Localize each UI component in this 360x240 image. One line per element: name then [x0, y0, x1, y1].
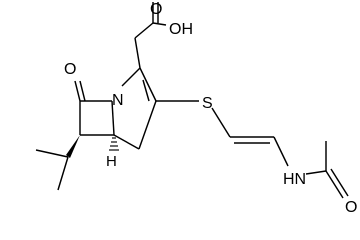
- carboxyl-to-ring-bond: [134, 37, 141, 69]
- side-chain: [156, 100, 349, 199]
- carboxyl-c-to-oh-bond: [134, 22, 154, 39]
- bicyclic-core: [74, 67, 157, 150]
- amide-nh-label: HN: [283, 171, 306, 188]
- carboxylic-acid-group: [134, 2, 167, 69]
- acyl-c-o-double-bond-a: [325, 170, 344, 199]
- vinyl-nh-bond: [273, 136, 289, 167]
- isopropyl-methyl-bond-left: [35, 149, 69, 158]
- chemical-structure-diagram: OH O O N S H HN O: [35, 1, 357, 216]
- ring-double-bond-outer: [139, 67, 157, 102]
- thioether-sulfur-label: S: [202, 95, 213, 112]
- acyl-c-o-double-bond-b: [330, 168, 349, 197]
- ring-nitrogen-label: N: [112, 92, 124, 109]
- s-vinyl-bond: [211, 107, 231, 138]
- ring-bond-bridgehead-n: [111, 100, 115, 136]
- isopropyl-methyl-bond-down: [57, 156, 69, 191]
- bridgehead-hydrogen-label: H: [106, 153, 117, 170]
- ring-bond-c3-ch2: [138, 100, 157, 150]
- acetyl-oxygen-label: O: [345, 199, 357, 216]
- atom-labels: OH O O N S H HN O: [64, 1, 357, 216]
- nh-acyl-bond: [305, 170, 327, 175]
- carboxyl-c-o-single-bond-stub: [152, 22, 167, 26]
- ring-double-bond-inner: [142, 79, 150, 102]
- lactam-c-o-double-bond-a: [74, 80, 81, 102]
- carboxyl-hydroxyl-label: OH: [169, 21, 193, 38]
- bridgehead-hydrogen-bond: [109, 137, 119, 151]
- c6-isopropyl-wedge: [66, 135, 80, 158]
- carboxyl-oxygen-label: O: [150, 1, 162, 18]
- isopropyl-substituent: [35, 135, 80, 191]
- lactam-oxygen-label: O: [64, 61, 76, 78]
- lactam-c-o-double-bond-b: [79, 80, 86, 102]
- ring-bond-c2-n: [121, 67, 141, 87]
- ring-bond-ch2-bridgehead: [113, 134, 140, 150]
